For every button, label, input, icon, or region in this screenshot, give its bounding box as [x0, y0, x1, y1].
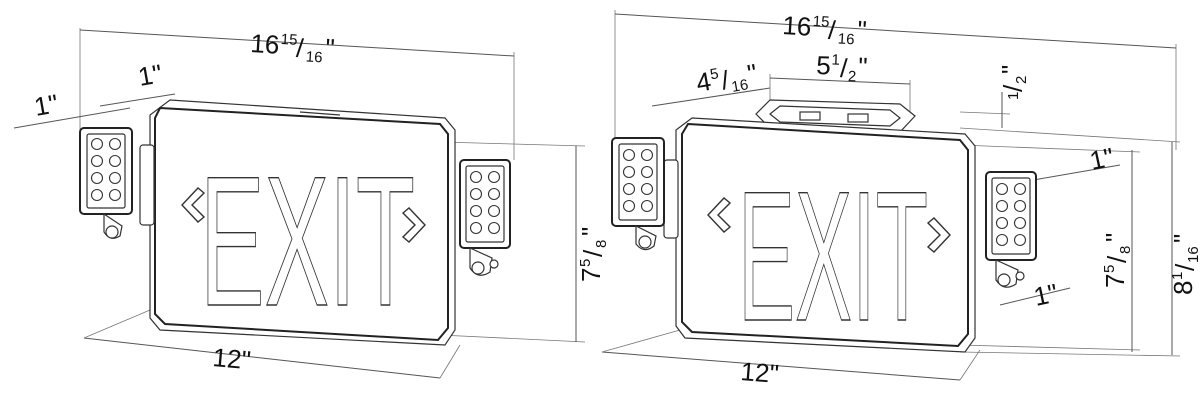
svg-text:/: / — [1170, 263, 1200, 271]
right-dimension-lines — [601, 10, 1181, 381]
svg-text:/: / — [578, 249, 608, 257]
right-dim-total-height: 8 1 / 16 " — [1168, 234, 1200, 295]
left-dim-width-bottom: 12" — [211, 342, 252, 375]
left-dim-head-offset-a: 1" — [32, 88, 61, 122]
svg-text:7: 7 — [1100, 274, 1130, 288]
svg-text:16: 16 — [730, 76, 749, 96]
svg-text:": " — [1100, 233, 1130, 242]
left-arrow-left-icon — [181, 187, 206, 223]
svg-text:": " — [858, 51, 868, 81]
right-exit-text: EXIT — [738, 154, 928, 360]
left-exit-text: EXIT — [200, 139, 415, 345]
left-arrow-right-icon — [401, 207, 426, 243]
svg-text:5: 5 — [1101, 265, 1118, 273]
right-arrow-left-icon — [707, 197, 732, 233]
svg-text:2: 2 — [848, 68, 857, 85]
svg-text:4: 4 — [694, 66, 713, 98]
svg-text:": " — [1168, 234, 1198, 243]
svg-text:16: 16 — [305, 48, 323, 66]
svg-text:2: 2 — [1013, 76, 1030, 84]
right-dim-bracket-width: 5 1 / 2 " — [816, 50, 868, 85]
svg-text:5: 5 — [709, 65, 720, 83]
svg-text:": " — [576, 227, 606, 236]
left-lamp-head-left — [79, 127, 155, 239]
svg-text:8: 8 — [1117, 246, 1134, 254]
left-dim-height: 7 5 / 8 " — [576, 227, 610, 282]
svg-text:16: 16 — [837, 30, 855, 48]
left-view: EXIT — [13, 28, 610, 379]
svg-text:1: 1 — [1169, 272, 1186, 280]
svg-text:8: 8 — [593, 240, 610, 248]
left-dimension-lines — [13, 28, 586, 379]
svg-text:1: 1 — [1005, 92, 1022, 100]
svg-text:/: / — [827, 15, 837, 45]
svg-text:/: / — [1102, 255, 1132, 263]
left-dim-width-top: 16 15 / 16 " — [250, 28, 336, 66]
right-dim-bracket-offset: 4 5 / 16 " — [694, 58, 760, 98]
svg-text:/: / — [840, 53, 849, 83]
right-dim-width-bottom: 12" — [740, 356, 780, 389]
right-arrow-right-icon — [926, 217, 951, 253]
right-dim-height: 7 5 / 8 " — [1100, 233, 1134, 288]
svg-text:/: / — [998, 84, 1028, 92]
right-dim-head-offset-bottom: 1" — [1031, 278, 1060, 312]
right-sign-housing: EXIT — [675, 117, 976, 361]
svg-text:5: 5 — [577, 259, 594, 267]
left-sign-housing: EXIT — [149, 99, 456, 346]
svg-text:16: 16 — [1185, 246, 1200, 263]
svg-text:5: 5 — [816, 50, 832, 80]
right-dim-bracket-depth: 1 / 2 " — [996, 65, 1030, 100]
right-dim-width-top: 16 15 / 16 " — [782, 10, 868, 48]
svg-text:": " — [856, 15, 867, 46]
svg-text:16: 16 — [250, 28, 281, 60]
svg-text:/: / — [295, 33, 305, 63]
right-lamp-head-left — [611, 137, 679, 251]
right-lamp-head-right — [985, 171, 1037, 288]
svg-text:8: 8 — [1168, 281, 1198, 295]
svg-text:": " — [324, 33, 335, 64]
svg-text:15: 15 — [812, 13, 830, 31]
svg-text:": " — [996, 65, 1026, 74]
svg-text:15: 15 — [280, 31, 298, 49]
svg-text:7: 7 — [576, 268, 606, 282]
left-lamp-head-right — [459, 159, 511, 276]
svg-text:1: 1 — [831, 52, 840, 69]
right-dim-head-offset-top: 1" — [1087, 142, 1116, 176]
right-view: EXIT 1 — [601, 10, 1200, 389]
left-dim-head-offset-b: 1" — [136, 58, 165, 92]
svg-text:16: 16 — [782, 10, 813, 42]
